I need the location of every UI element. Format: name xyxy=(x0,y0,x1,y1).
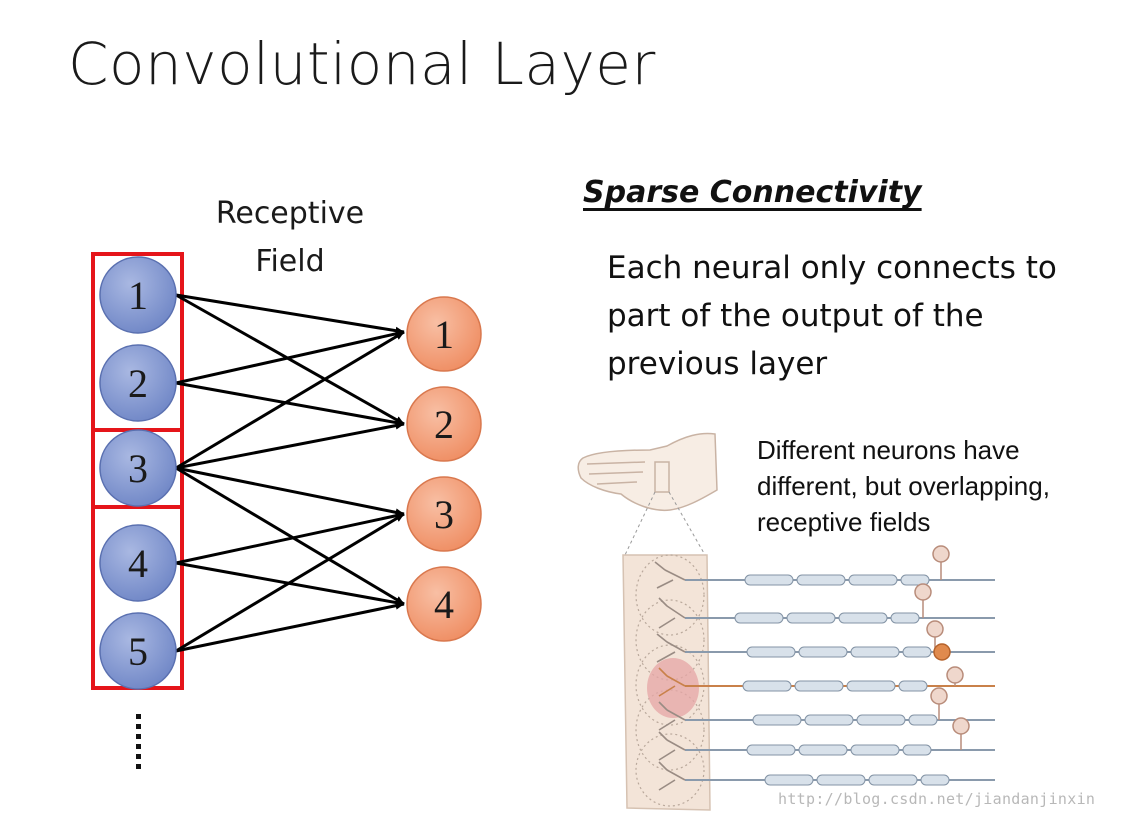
edge-in3-out4 xyxy=(175,466,405,606)
edge-in5-out3 xyxy=(175,512,405,653)
edge-in4-out3 xyxy=(175,511,405,565)
output-node xyxy=(406,386,482,462)
sparse-connectivity-description: Each neural only connects to part of the… xyxy=(607,244,1107,388)
output-node-label: 2 xyxy=(434,402,454,447)
edge-in3-out2 xyxy=(175,421,405,470)
input-node xyxy=(99,344,177,422)
input-node-label: 1 xyxy=(128,273,148,318)
nerve-fibers xyxy=(654,545,995,791)
illustration-caption: Different neurons have different, but ov… xyxy=(757,432,1117,540)
description-line: part of the output of the xyxy=(607,298,984,334)
output-node-label: 4 xyxy=(434,582,454,627)
page-title: Convolutional Layer xyxy=(68,30,656,98)
edge-in2-out1 xyxy=(175,329,405,385)
receptive-field-label-line2: Field xyxy=(255,244,325,279)
output-layer: 1 2 3 4 xyxy=(406,296,482,642)
edge-in1-out1 xyxy=(175,293,405,335)
edge-in1-out2 xyxy=(175,293,405,426)
output-node-label: 3 xyxy=(434,492,454,537)
output-node xyxy=(406,476,482,552)
caption-line: Different neurons have xyxy=(757,435,1020,465)
input-node-label: 3 xyxy=(128,446,148,491)
receptive-field-label-line1: Receptive xyxy=(215,196,365,231)
edge-in3-out3 xyxy=(175,466,405,517)
input-node xyxy=(99,429,177,507)
edge-in3-out1 xyxy=(175,330,405,470)
receptive-field-label: Receptive Field xyxy=(190,190,390,286)
continuation-dots xyxy=(136,714,141,769)
watermark: http://blog.csdn.net/jiandanjinxin xyxy=(778,790,1096,808)
network-diagram: 1 2 3 4 5 1 2 3 4 xyxy=(91,252,482,769)
input-layer: 1 2 3 4 5 xyxy=(99,256,177,690)
caption-line: receptive fields xyxy=(757,507,931,537)
output-node xyxy=(406,296,482,372)
output-node xyxy=(406,566,482,642)
output-node-label: 1 xyxy=(434,312,454,357)
input-node xyxy=(99,612,177,690)
input-node xyxy=(99,524,177,602)
edge-in5-out4 xyxy=(175,601,405,653)
receptive-field-illustration xyxy=(577,432,995,811)
description-line: previous layer xyxy=(607,346,828,382)
hand-drawing xyxy=(577,432,718,512)
input-node-label: 5 xyxy=(128,629,148,674)
edge-in2-out2 xyxy=(175,381,405,427)
description-line: Each neural only connects to xyxy=(607,250,1057,286)
sparse-connectivity-heading: Sparse Connectivity xyxy=(583,175,922,210)
caption-line: different, but overlapping, xyxy=(757,471,1050,501)
input-node-label: 2 xyxy=(128,361,148,406)
input-node-label: 4 xyxy=(128,541,148,586)
input-node xyxy=(99,256,177,334)
